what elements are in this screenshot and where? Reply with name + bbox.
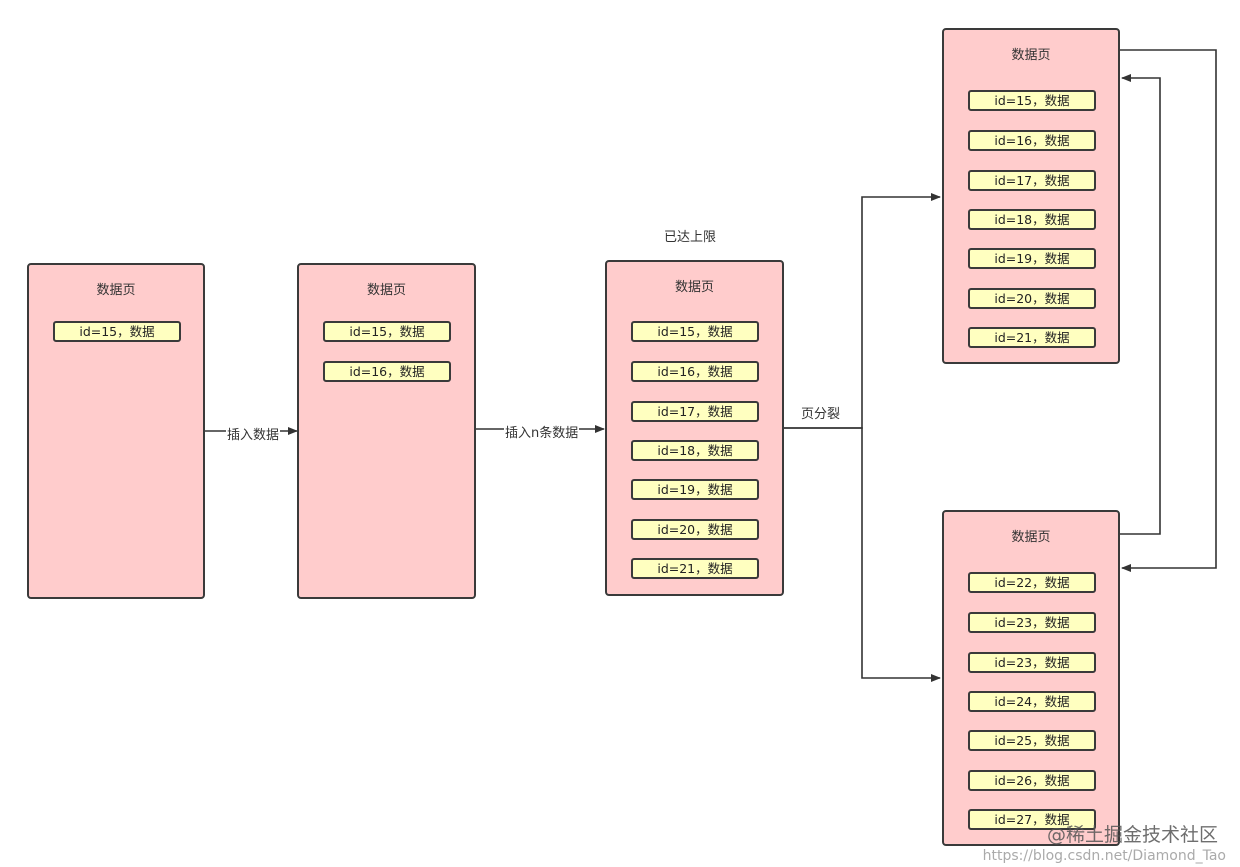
record: id=18，数据 [631, 440, 759, 461]
record: id=16，数据 [968, 130, 1096, 151]
page-title: 数据页 [1011, 48, 1051, 63]
record: id=15，数据 [631, 321, 759, 342]
page-title: 数据页 [366, 283, 406, 298]
record: id=27，数据 [968, 809, 1096, 830]
record: id=26，数据 [968, 770, 1096, 791]
record: id=17，数据 [968, 170, 1096, 191]
record: id=17，数据 [631, 401, 759, 422]
split-arrow-to-bottom [784, 427, 941, 682]
insert-one-label: 插入数据 [226, 424, 281, 443]
watermark-brand: @稀土掘金技术社区 [1046, 824, 1218, 846]
split-arrow-to-top [784, 193, 941, 429]
record: id=20，数据 [631, 519, 759, 540]
data-page-full: 数据页 id=15，数据 id=16，数据 id=17，数据 id=18，数据 … [605, 260, 784, 596]
data-page-initial: 数据页 id=15，数据 [27, 263, 205, 599]
record: id=19，数据 [968, 248, 1096, 269]
insert-n-label: 插入n条数据 [504, 422, 580, 441]
data-page-split-bottom: 数据页 id=22，数据 id=23，数据 id=23，数据 id=24，数据 … [942, 510, 1120, 846]
page-title: 数据页 [1011, 530, 1051, 545]
limit-reached-label: 已达上限 [663, 226, 718, 245]
record: id=16，数据 [631, 361, 759, 382]
page-title: 数据页 [674, 280, 714, 295]
page-split-label: 页分裂 [800, 403, 842, 422]
link-bottom-to-top-arrow [1120, 74, 1161, 535]
record: id=21，数据 [631, 558, 759, 579]
watermark-url: https://blog.csdn.net/Diamond_Tao [982, 848, 1226, 864]
data-page-split-top: 数据页 id=15，数据 id=16，数据 id=17，数据 id=18，数据 … [942, 28, 1120, 364]
record: id=19，数据 [631, 479, 759, 500]
record: id=23，数据 [968, 652, 1096, 673]
record: id=20，数据 [968, 288, 1096, 309]
page-title: 数据页 [96, 283, 136, 298]
data-page-after-insert: 数据页 id=15，数据 id=16，数据 [297, 263, 476, 599]
record: id=15，数据 [968, 90, 1096, 111]
record: id=15，数据 [53, 321, 181, 342]
record: id=23，数据 [968, 612, 1096, 633]
record: id=21，数据 [968, 327, 1096, 348]
link-top-to-bottom-arrow [1120, 49, 1217, 572]
record: id=18，数据 [968, 209, 1096, 230]
record: id=24，数据 [968, 691, 1096, 712]
record: id=15，数据 [323, 321, 451, 342]
record: id=25，数据 [968, 730, 1096, 751]
record: id=22，数据 [968, 572, 1096, 593]
record: id=16，数据 [323, 361, 451, 382]
